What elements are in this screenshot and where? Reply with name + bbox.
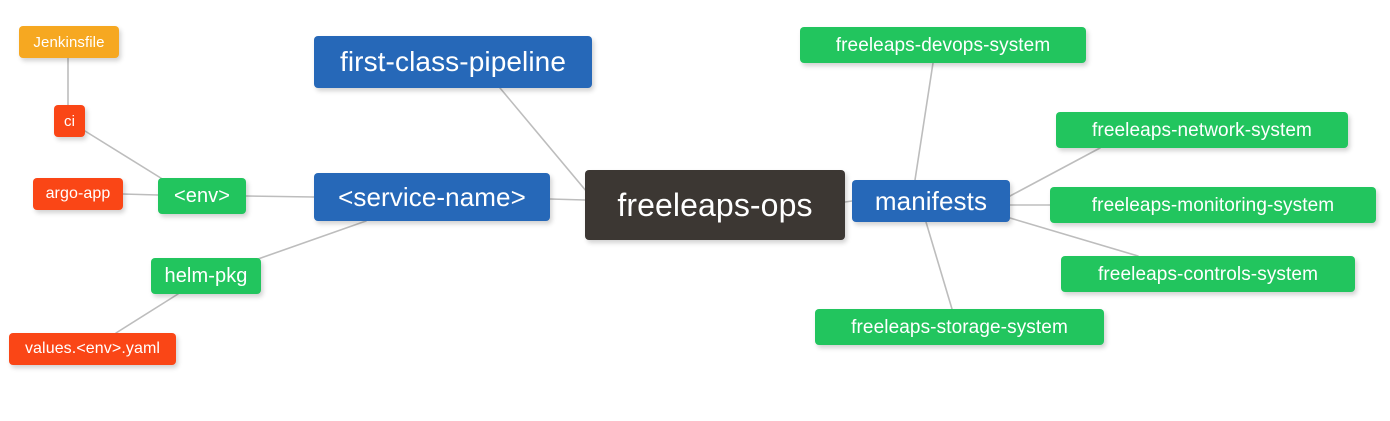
mindmap-node-values-env-yaml[interactable]: values.<env>.yaml: [9, 333, 176, 365]
mindmap-edge: [245, 195, 315, 198]
mindmap-node-freeleaps-devops-system[interactable]: freeleaps-devops-system: [800, 27, 1086, 63]
mindmap-edge: [549, 198, 586, 201]
mindmap-node-label: freeleaps-ops: [617, 187, 813, 223]
mindmap-node-label: freeleaps-monitoring-system: [1091, 194, 1335, 216]
mindmap-node-label: Jenkinsfile: [33, 33, 105, 51]
mindmap-edge: [115, 293, 179, 334]
mindmap-node-helm-pkg[interactable]: helm-pkg: [151, 258, 261, 294]
mindmap-node-freeleaps-storage-system[interactable]: freeleaps-storage-system: [815, 309, 1104, 345]
mindmap-node-label: argo-app: [45, 185, 111, 202]
mindmap-edge: [257, 220, 367, 260]
mindmap-node-label: values.<env>.yaml: [24, 340, 161, 357]
mindmap-node-label: manifests: [874, 186, 988, 216]
mindmap-node-freeleaps-network-system[interactable]: freeleaps-network-system: [1056, 112, 1348, 148]
mindmap-node-label: freeleaps-devops-system: [835, 34, 1051, 56]
mindmap-node-Jenkinsfile[interactable]: Jenkinsfile: [19, 26, 119, 58]
mindmap-node-service-name[interactable]: <service-name>: [314, 173, 550, 221]
mindmap-node-manifests[interactable]: manifests: [852, 180, 1010, 222]
mindmap-node-label: freeleaps-storage-system: [851, 316, 1068, 338]
mindmap-node-label: freeleaps-network-system: [1092, 119, 1312, 141]
mindmap-edge: [914, 62, 934, 181]
mindmap-edge: [1009, 217, 1139, 257]
mindmap-node-label: helm-pkg: [164, 265, 248, 287]
mindmap-edge: [844, 200, 853, 203]
mindmap-node-label: ci: [63, 112, 76, 130]
mindmap-node-freeleaps-controls-system[interactable]: freeleaps-controls-system: [1061, 256, 1355, 292]
mindmap-node-freeleaps-ops[interactable]: freeleaps-ops: [585, 170, 845, 240]
mindmap-node-first-class-pipeline[interactable]: first-class-pipeline: [314, 36, 592, 88]
mindmap-node-label: <env>: [173, 185, 231, 207]
mindmap-node-label: first-class-pipeline: [339, 46, 567, 77]
mindmap-edge: [925, 221, 953, 310]
mindmap-node-ci[interactable]: ci: [54, 105, 85, 137]
mindmap-node-label: freeleaps-controls-system: [1097, 263, 1319, 285]
mindmap-node-label: <service-name>: [338, 182, 526, 212]
mindmap-node-freeleaps-monitoring-system[interactable]: freeleaps-monitoring-system: [1050, 187, 1376, 223]
mindmap-edge: [84, 130, 165, 181]
mindmap-node-argo-app[interactable]: argo-app: [33, 178, 123, 210]
mindmap-edge: [122, 193, 159, 196]
mindmap-node-env[interactable]: <env>: [158, 178, 246, 214]
